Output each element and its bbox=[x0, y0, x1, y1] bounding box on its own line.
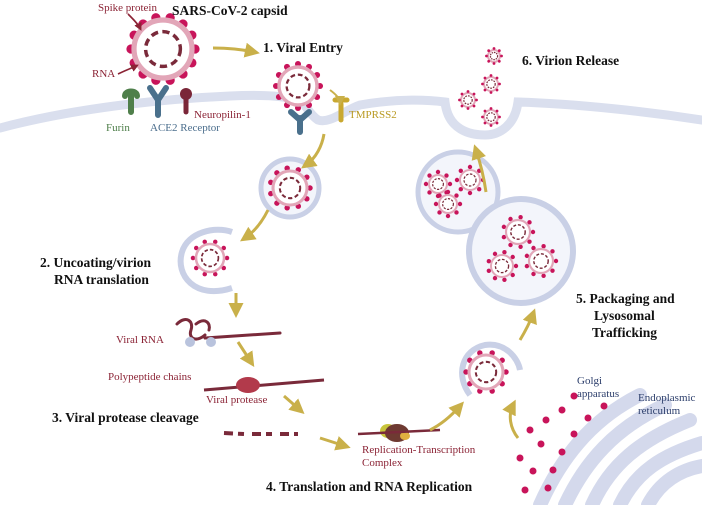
step-2-label-line1: 2. Uncoating/virion bbox=[40, 255, 152, 270]
virion-particle bbox=[501, 215, 536, 249]
virion-particle bbox=[433, 189, 463, 219]
step-5-label-line3: Trafficking bbox=[592, 325, 657, 340]
virion-particle bbox=[190, 239, 230, 277]
virion-particle bbox=[458, 90, 478, 110]
packaging-vesicle bbox=[459, 341, 523, 397]
polypeptide-chain bbox=[203, 378, 325, 392]
step-1-label: 1. Viral Entry bbox=[263, 40, 343, 55]
step-4-label: 4. Translation and RNA Replication bbox=[266, 479, 473, 494]
virion-particle bbox=[272, 60, 324, 112]
step-6-label: 6. Virion Release bbox=[522, 53, 620, 68]
viral-rna-label: Viral RNA bbox=[116, 334, 164, 346]
virion-particle bbox=[485, 47, 503, 65]
virion-particle bbox=[126, 13, 200, 85]
pathway-arrows bbox=[212, 42, 537, 451]
er-ribosomes bbox=[516, 392, 608, 494]
viral-protease-label: Viral protease bbox=[206, 394, 268, 406]
furin-receptor bbox=[122, 88, 140, 115]
virion-group bbox=[126, 13, 559, 394]
virion-particle bbox=[463, 350, 509, 394]
virion-particle bbox=[481, 107, 501, 127]
lysosome-vesicle bbox=[466, 196, 576, 306]
rtc-label-line1: Replication-Transcription bbox=[362, 444, 476, 456]
virion-particle bbox=[486, 250, 519, 282]
rna-label: RNA bbox=[92, 68, 116, 80]
ace2-receptor bbox=[147, 85, 169, 118]
virion-particle bbox=[268, 165, 313, 211]
golgi-label-line2: apparatus bbox=[577, 388, 620, 400]
rtc-label-line2: Complex bbox=[362, 457, 403, 469]
ace2-receptor-label: ACE2 Receptor bbox=[150, 122, 220, 134]
viral-rna-strands bbox=[175, 318, 282, 341]
rtc-rna-strand bbox=[357, 428, 441, 436]
furin-label: Furin bbox=[106, 122, 130, 134]
virion-particle bbox=[524, 244, 559, 278]
viral-protease-blob bbox=[236, 377, 260, 393]
ace2-at-entry bbox=[288, 109, 312, 135]
er-label-line1: Endoplasmic bbox=[638, 392, 696, 404]
tmprss2-label: TMPRSS2 bbox=[349, 109, 397, 121]
step-5-label-line1: 5. Packaging and bbox=[576, 291, 675, 306]
uncoating-vesicle bbox=[177, 226, 233, 295]
step-2-label-line2: RNA translation bbox=[54, 272, 149, 287]
virion-particle bbox=[481, 74, 501, 94]
er-label-line2: reticulum bbox=[638, 405, 681, 417]
golgi-label-line1: Golgi bbox=[577, 375, 603, 387]
cleaved-fragments bbox=[223, 431, 298, 436]
spike-protein-label: Spike protein bbox=[98, 2, 157, 14]
polypeptide-chains-label: Polypeptide chains bbox=[108, 371, 192, 383]
step-3-label: 3. Viral protease cleavage bbox=[52, 410, 199, 425]
step-5-label-line2: Lysosomal bbox=[594, 308, 655, 323]
cell-membrane bbox=[0, 90, 702, 140]
diagram-title: SARS-CoV-2 capsid bbox=[172, 3, 288, 18]
neuropilin-label: Neuropilin-1 bbox=[194, 109, 251, 121]
